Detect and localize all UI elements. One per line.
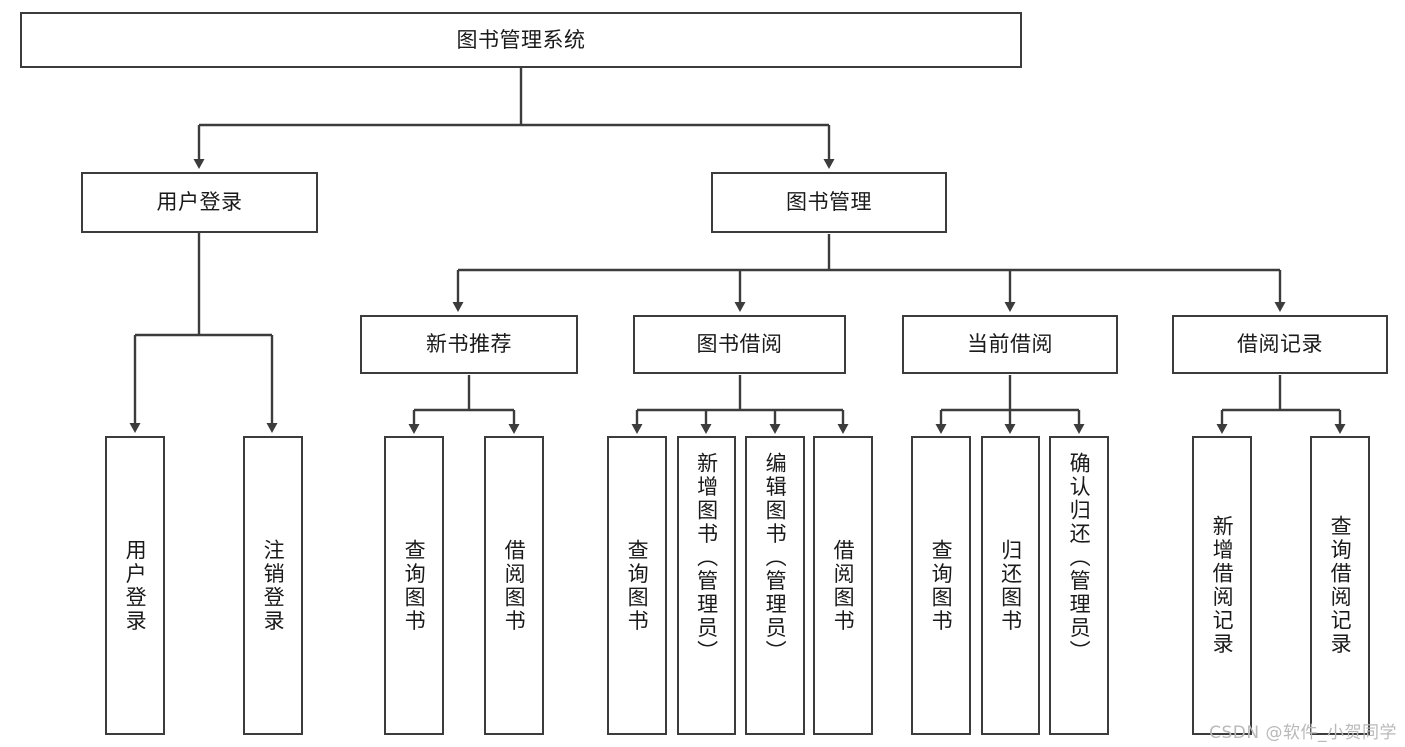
node-label: 新书推荐 (426, 332, 512, 357)
node-book-borrow[interactable]: 图书借阅 (633, 315, 846, 374)
leaf-borrow-book[interactable]: 借阅图书 (813, 436, 873, 735)
leaf-add-borrow-record[interactable]: 新增借阅记录 (1192, 436, 1252, 735)
node-label: 图书管理 (786, 190, 872, 215)
leaf-borrow-book-rec[interactable]: 借阅图书 (484, 436, 544, 735)
node-label: 用户登录 (156, 190, 243, 215)
node-label: 当前借阅 (967, 332, 1053, 357)
leaf-label: 归还图书 (998, 538, 1023, 633)
node-label: 借阅记录 (1237, 332, 1323, 357)
node-borrow-record[interactable]: 借阅记录 (1172, 315, 1388, 374)
leaf-confirm-return-admin[interactable]: 确认归还（管理员） (1049, 436, 1109, 735)
leaf-label: 借阅图书 (502, 538, 527, 633)
leaf-user-login[interactable]: 用户登录 (105, 436, 165, 735)
watermark: CSDN @软件_小贺同学 (1209, 723, 1397, 743)
leaf-label: 编辑图书（管理员） (763, 452, 788, 664)
leaf-label: 查询图书 (929, 538, 954, 633)
leaf-add-book-admin[interactable]: 新增图书（管理员） (677, 436, 736, 735)
leaf-edit-book-admin[interactable]: 编辑图书（管理员） (745, 436, 805, 735)
node-book-management[interactable]: 图书管理 (711, 172, 947, 233)
leaf-label: 查询图书 (625, 538, 650, 633)
node-root-system[interactable]: 图书管理系统 (20, 12, 1022, 68)
leaf-logout[interactable]: 注销登录 (243, 436, 303, 735)
leaf-query-borrow-record[interactable]: 查询借阅记录 (1310, 436, 1370, 735)
leaf-query-book-rec[interactable]: 查询图书 (384, 436, 444, 735)
node-label: 图书借阅 (696, 332, 783, 357)
leaf-label: 确认归还（管理员） (1067, 452, 1092, 664)
leaf-label: 查询借阅记录 (1328, 515, 1353, 656)
leaf-label: 查询图书 (402, 538, 427, 633)
leaf-query-book-current[interactable]: 查询图书 (911, 436, 971, 735)
leaf-label: 新增图书（管理员） (694, 452, 719, 664)
leaf-query-book-borrow[interactable]: 查询图书 (607, 436, 667, 735)
node-user-login[interactable]: 用户登录 (81, 172, 318, 233)
leaf-label: 借阅图书 (831, 538, 856, 633)
node-new-book-recommend[interactable]: 新书推荐 (360, 315, 578, 374)
leaf-label: 注销登录 (261, 538, 286, 633)
node-label: 图书管理系统 (456, 27, 586, 52)
leaf-return-book[interactable]: 归还图书 (981, 436, 1040, 735)
leaf-label: 用户登录 (123, 538, 148, 633)
node-current-borrow[interactable]: 当前借阅 (902, 315, 1118, 374)
leaf-label: 新增借阅记录 (1210, 515, 1235, 656)
